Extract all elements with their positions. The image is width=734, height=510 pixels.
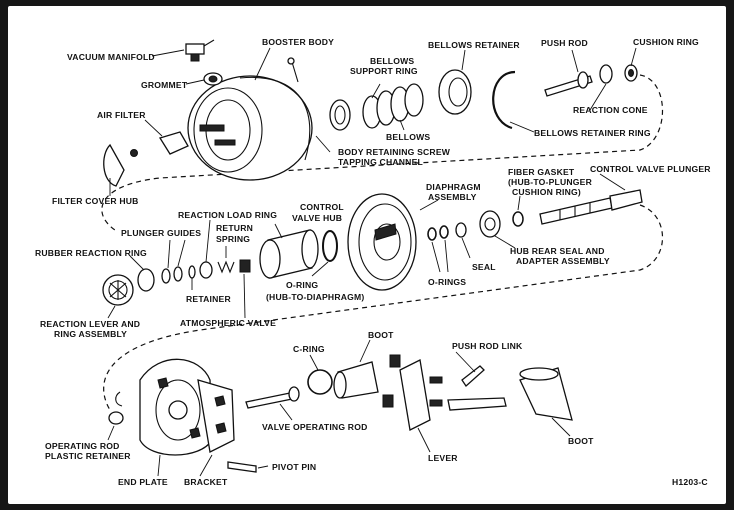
label-bellows: BELLOWS xyxy=(386,132,430,142)
label-bellows-support-ring-line2: SUPPORT RING xyxy=(350,66,418,76)
diagram-frame: VACUUM MANIFOLD BOOSTER BODY BELLOWS SUP… xyxy=(8,6,726,504)
filter-cover-hub-part xyxy=(103,143,138,187)
pivot-pin-part xyxy=(227,461,257,473)
grommet-part xyxy=(203,72,223,86)
control-valve-plunger-part xyxy=(539,189,643,225)
hub-rear-seal-part xyxy=(479,210,501,238)
plunger-guides-part xyxy=(161,266,183,284)
label-reaction-cone: REACTION CONE xyxy=(573,105,648,115)
label-bellows-retainer-ring: BELLOWS RETAINER RING xyxy=(534,128,651,138)
label-retainer: RETAINER xyxy=(186,294,231,304)
vacuum-manifold-part xyxy=(185,39,215,62)
label-valve-hub: VALVE HUB xyxy=(292,213,342,223)
leader-lines xyxy=(107,47,637,477)
label-o-rings: O-RINGS xyxy=(428,277,466,287)
label-pivot-pin: PIVOT PIN xyxy=(272,462,316,472)
label-cushion-ring-paren: CUSHION RING) xyxy=(512,187,581,197)
label-hub-to-diaphragm: (HUB-TO-DIAPHRAGM) xyxy=(266,292,364,302)
label-rubber-reaction-ring: RUBBER REACTION RING xyxy=(35,248,147,258)
label-c-ring: C-RING xyxy=(293,344,325,354)
label-hub-rear-seal-and: HUB REAR SEAL AND xyxy=(510,246,605,256)
label-boot-bottom: BOOT xyxy=(568,436,594,446)
label-hub-to-plunger: (HUB-TO-PLUNGER xyxy=(508,177,593,187)
label-valve-operating-rod: VALVE OPERATING ROD xyxy=(262,422,368,432)
label-boot-top: BOOT xyxy=(368,330,394,340)
label-push-rod-link: PUSH ROD LINK xyxy=(452,341,523,351)
bellows-support-ring-part xyxy=(329,99,351,131)
label-bracket: BRACKET xyxy=(184,477,228,487)
label-fiber-gasket: FIBER GASKET xyxy=(508,167,575,177)
label-diaphragm: DIAPHRAGM xyxy=(426,182,481,192)
label-end-plate: END PLATE xyxy=(118,477,168,487)
control-valve-hub-part xyxy=(259,229,319,279)
atmospheric-valve-part xyxy=(239,259,251,273)
valve-operating-rod-part xyxy=(245,386,300,409)
label-filter-cover-hub: FILTER COVER HUB xyxy=(52,196,139,206)
end-plate-part xyxy=(139,358,213,456)
label-cushion-ring: CUSHION RING xyxy=(633,37,699,47)
booster-body-part xyxy=(187,75,313,181)
return-spring-part xyxy=(217,260,235,274)
label-assembly: ASSEMBLY xyxy=(428,192,477,202)
screw-part xyxy=(287,57,299,83)
label-air-filter: AIR FILTER xyxy=(97,110,146,120)
label-o-ring: O-RING xyxy=(286,280,318,290)
label-grommet: GROMMET xyxy=(141,80,188,90)
label-ring-assembly: RING ASSEMBLY xyxy=(54,329,127,339)
label-spring: SPRING xyxy=(216,234,250,244)
label-reaction-load-ring: REACTION LOAD RING xyxy=(178,210,277,220)
label-push-rod: PUSH ROD xyxy=(541,38,588,48)
label-reaction-lever-and: REACTION LEVER AND xyxy=(40,319,140,329)
c-ring-part xyxy=(307,369,333,395)
label-plastic-retainer: PLASTIC RETAINER xyxy=(45,451,131,461)
fiber-gasket-part xyxy=(512,211,524,227)
label-control: CONTROL xyxy=(300,202,344,212)
o-rings-part xyxy=(427,225,449,241)
label-booster-body: BOOSTER BODY xyxy=(262,37,334,47)
push-rod-link-part xyxy=(447,365,507,411)
rubber-reaction-ring-part xyxy=(137,268,155,292)
air-filter-part xyxy=(158,131,189,155)
retainer-part xyxy=(188,265,196,279)
boot-bottom-part xyxy=(519,367,573,421)
label-bellows-retainer: BELLOWS RETAINER xyxy=(428,40,520,50)
reaction-lever-ring-part xyxy=(102,274,134,306)
label-plunger-guides: PLUNGER GUIDES xyxy=(121,228,201,238)
label-operating-rod: OPERATING ROD xyxy=(45,441,120,451)
label-lever: LEVER xyxy=(428,453,458,463)
lever-part xyxy=(382,354,443,431)
label-body-retaining-screw: BODY RETAINING SCREW xyxy=(338,147,451,157)
label-bellows-support-ring: BELLOWS xyxy=(370,56,414,66)
cushion-ring-part xyxy=(624,64,638,82)
bellows-part xyxy=(362,83,424,129)
figure-code: H1203-C xyxy=(672,477,708,487)
bellows-retainer-part xyxy=(438,69,472,115)
label-adapter-assembly: ADAPTER ASSEMBLY xyxy=(516,256,610,266)
label-tapping-channel: TAPPING CHANNEL xyxy=(338,157,423,167)
label-control-valve-plunger: CONTROL VALVE PLUNGER xyxy=(590,164,711,174)
push-rod-part xyxy=(544,71,593,97)
boot-top-part xyxy=(333,361,379,399)
assembly-flow-line xyxy=(101,74,664,411)
bellows-retainer-ring-part xyxy=(492,70,516,130)
callout-labels: VACUUM MANIFOLD BOOSTER BODY BELLOWS SUP… xyxy=(35,37,711,487)
bracket-part xyxy=(197,379,235,453)
label-return: RETURN xyxy=(216,223,253,233)
reaction-load-ring-part xyxy=(199,261,213,279)
seal-part xyxy=(455,222,467,238)
diaphragm-assembly-part xyxy=(347,193,417,291)
label-seal: SEAL xyxy=(472,262,496,272)
operating-rod-plastic-retainer-part xyxy=(108,391,124,425)
reaction-cone-part xyxy=(599,64,613,84)
label-atmospheric-valve: ATMOSPHERIC VALVE xyxy=(180,318,276,328)
exploded-view-diagram: VACUUM MANIFOLD BOOSTER BODY BELLOWS SUP… xyxy=(35,37,711,487)
label-vacuum-manifold: VACUUM MANIFOLD xyxy=(67,52,155,62)
o-ring-part xyxy=(322,230,338,262)
